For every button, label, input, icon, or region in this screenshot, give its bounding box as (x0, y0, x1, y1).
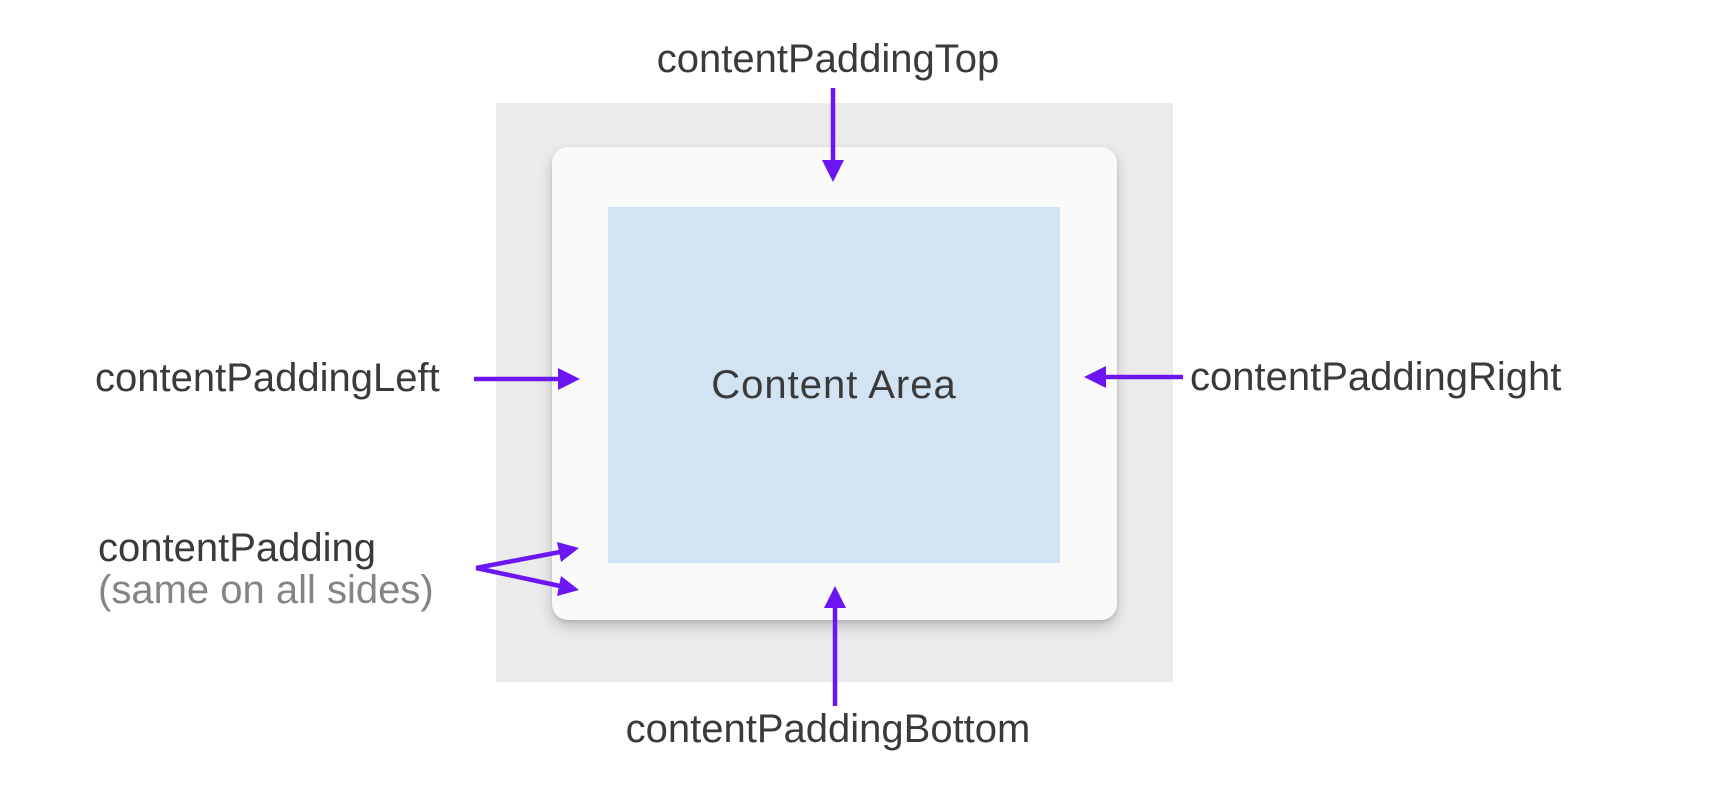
label-content-padding-all-title: contentPadding (98, 526, 377, 570)
content-area: Content Area (608, 207, 1060, 563)
content-area-label: Content Area (711, 362, 957, 407)
label-content-padding-right: contentPaddingRight (1190, 355, 1562, 399)
label-content-padding-left: contentPaddingLeft (95, 356, 440, 400)
label-content-padding-bottom: contentPaddingBottom (625, 707, 1031, 751)
label-content-padding-top: contentPaddingTop (656, 37, 1000, 81)
label-content-padding-all-note: (same on all sides) (98, 568, 434, 612)
label-content-padding-all: contentPadding (same on all sides) (98, 527, 434, 611)
